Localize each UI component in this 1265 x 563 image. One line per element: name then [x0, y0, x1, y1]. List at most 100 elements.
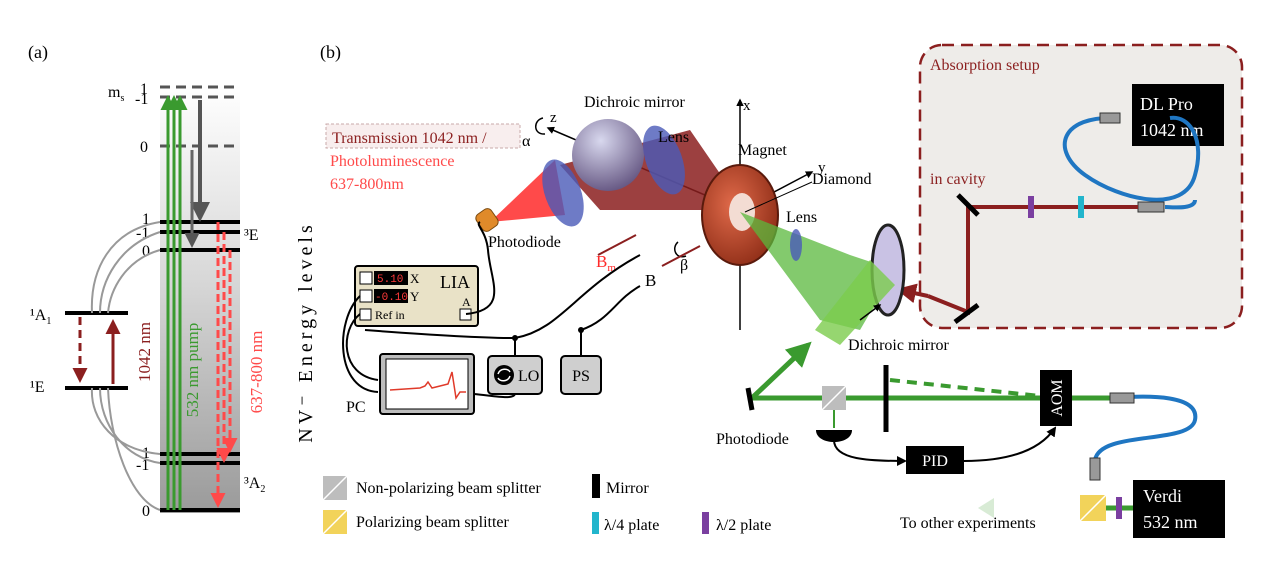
- e3-level-0: 0: [142, 243, 150, 260]
- legend-pbs-label: Polarizing beam splitter: [356, 514, 510, 531]
- photodiode-top-label: Photodiode: [488, 234, 561, 251]
- green-up-arrow: [750, 341, 812, 400]
- lo-knob: [494, 365, 514, 385]
- alpha-rotation-icon: [535, 117, 546, 135]
- upper-level-minus1: -1: [135, 91, 148, 108]
- pid-label: PID: [922, 453, 948, 470]
- verdi-line1: Verdi: [1143, 486, 1182, 506]
- legend-quarter-label: λ/4 plate: [604, 517, 659, 534]
- e3-label: ³E: [244, 227, 259, 244]
- transmission-label: Transmission 1042 nm /: [332, 130, 487, 147]
- photodiode-bottom: [816, 430, 852, 442]
- e3-level-1: 1: [142, 211, 150, 228]
- verdi-fiber-connector: [1089, 457, 1101, 481]
- dichroic-bottom-pointer: [859, 304, 882, 321]
- lens-top-label: Lens: [658, 129, 689, 146]
- aom-label: AOM: [1049, 379, 1066, 416]
- pd-to-pid-wire: [833, 439, 907, 466]
- lens-left: [542, 159, 584, 227]
- lens-right: [790, 229, 802, 261]
- lia-knob-x: [359, 271, 373, 285]
- panel-a-label: (a): [28, 42, 48, 63]
- diamond-label: Diamond: [812, 171, 872, 188]
- pid-box: [906, 446, 964, 474]
- pc-label: PC: [346, 399, 366, 416]
- legend-quarter-swatch: [592, 512, 599, 534]
- panel-a: (a) ms 1 -1 0 1 -1 0 ³E ¹A1 ¹E: [28, 42, 266, 520]
- lia-a-connector: [459, 308, 472, 321]
- ir-beam-arrow: [896, 283, 929, 304]
- axis-z-label: z: [550, 110, 557, 126]
- aom-fiber-connector: [1109, 392, 1135, 404]
- lia-ref-in: Ref in: [375, 308, 405, 322]
- wire-junction-ps: [578, 327, 584, 333]
- photoluminescence-label: Photoluminescence: [330, 153, 454, 170]
- photodiode-top: [475, 208, 499, 232]
- verdi-line2: 532 nm: [1143, 512, 1198, 532]
- ground-level-1: 1: [142, 445, 150, 462]
- pump-label: 532 nm pump: [183, 323, 202, 417]
- wire-junction-lo: [512, 335, 518, 341]
- pbs-diagonal: [1079, 494, 1107, 522]
- upper-level-0: 0: [140, 139, 148, 156]
- panel-b: (b) NV⁻ Energy levels Transmission 1042 …: [295, 42, 1244, 538]
- dichroic-top-label: Dichroic mirror: [584, 94, 686, 111]
- lia-display-x-value: 5.10: [377, 274, 403, 286]
- dl-pro-fiber-end: [1164, 199, 1197, 210]
- ground-level-0: 0: [142, 503, 150, 520]
- half-plate-absorption: [1028, 196, 1034, 218]
- aom-box: [1040, 370, 1072, 426]
- lia-title: LIA: [440, 272, 470, 292]
- legend-npbs-diagonal: [322, 475, 348, 501]
- beta-rotation-icon: [674, 241, 687, 258]
- magnet-label: Magnet: [738, 142, 787, 159]
- axis-y-label: y: [818, 160, 826, 176]
- alpha-label: α: [522, 133, 531, 150]
- lia-x-label: X: [410, 271, 420, 286]
- pc-signal-trace: [389, 371, 466, 401]
- lia-y-label: Y: [410, 289, 420, 304]
- lo-label: LO: [518, 368, 539, 385]
- photoluminescence-range: 637-800nm: [330, 176, 404, 193]
- dl-pro-box: [1132, 84, 1224, 146]
- diamond-pointer: [744, 181, 813, 213]
- lens-top: [643, 125, 685, 195]
- lo-sine-icon: [497, 368, 511, 382]
- ground-level-minus1: -1: [136, 457, 149, 474]
- dichroic-bottom-label: Dichroic mirror: [848, 337, 950, 354]
- wavelength-1042-label: 1042 nm: [135, 322, 154, 382]
- legend-half-swatch: [702, 512, 709, 534]
- bm-arrow: [597, 234, 637, 256]
- ms-label: ms: [108, 84, 124, 104]
- lia-a-label: A: [462, 295, 471, 309]
- npbs-diagonal: [821, 385, 847, 411]
- b-field-arrow: [661, 245, 701, 267]
- transmission-box: [325, 123, 521, 149]
- verdi-box: [1133, 480, 1225, 538]
- to-other-label: To other experiments: [900, 515, 1036, 532]
- nv-energy-label: NV⁻ Energy levels: [295, 221, 317, 443]
- a1-label: ¹A1: [30, 307, 51, 327]
- bottom-mirror: [745, 387, 755, 411]
- a2-label: ³A2: [244, 475, 265, 495]
- e1-label: ¹E: [30, 379, 45, 396]
- lia-display-y-value: -0.10: [375, 292, 408, 304]
- beta-label: β: [680, 257, 688, 274]
- panel-b-label: (b): [320, 42, 341, 63]
- pump-arrows: [160, 95, 188, 510]
- isc-curves: [90, 221, 161, 511]
- to-other-arrowhead: [978, 498, 994, 518]
- half-plate-verdi: [1116, 497, 1122, 519]
- ps-label: PS: [572, 368, 590, 385]
- pid-to-aom-wire: [963, 426, 1057, 462]
- cavity-mirror-bottom: [953, 302, 980, 325]
- lia-display-y: [374, 289, 408, 303]
- green-tube: [815, 260, 895, 345]
- upper-level-1: 1: [140, 81, 148, 98]
- legend: Non-polarizing beam splitter Polarizing …: [322, 474, 771, 535]
- pl-label: 637-800 nm: [247, 331, 266, 414]
- dichroic-mirror-top: [572, 119, 644, 191]
- bm-label: Bm: [596, 252, 616, 274]
- photodiode-bottom-label: Photodiode: [716, 431, 789, 448]
